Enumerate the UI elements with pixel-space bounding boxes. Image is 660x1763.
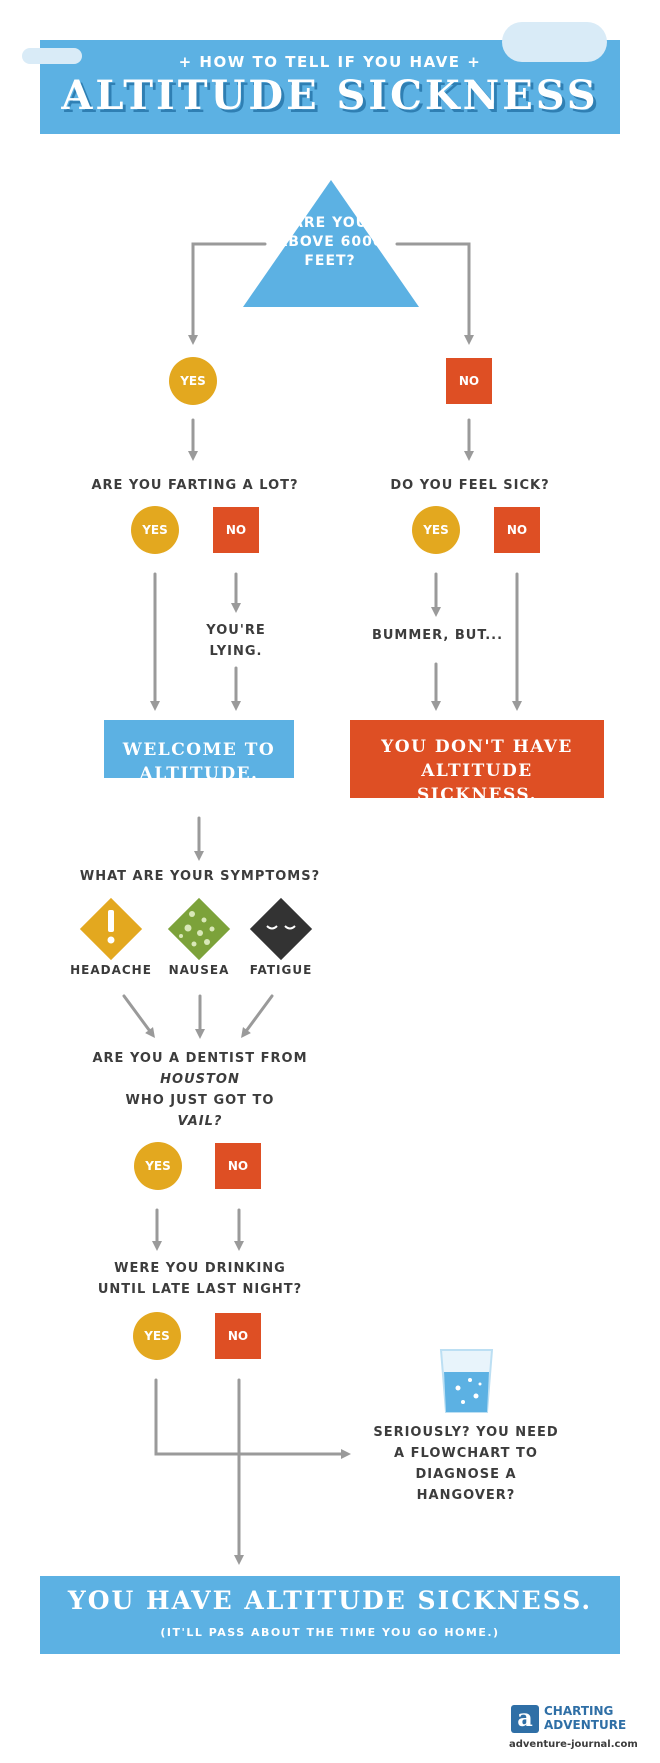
- drinking-yes-node: YES: [133, 1312, 181, 1360]
- arrow-fatigue: [241, 994, 274, 1039]
- dentist-line2: HOUSTON: [160, 1072, 240, 1087]
- drinking-no-node: NO: [215, 1313, 261, 1359]
- dentist-yes-node: YES: [134, 1142, 182, 1190]
- nausea-icon: [167, 897, 231, 961]
- dentist-line3: WHO JUST GOT TO: [125, 1093, 275, 1108]
- title-banner: + HOW TO TELL IF YOU HAVE + ALTITUDE SIC…: [22, 22, 620, 134]
- symptom-fatigue-label: FATIGUE: [249, 963, 313, 977]
- sick-question: DO YOU FEEL SICK?: [390, 478, 550, 493]
- cloud-right: [502, 22, 607, 62]
- farting-no-node: NO: [213, 507, 259, 553]
- headache-icon: [79, 897, 143, 961]
- dentist-line4: VAIL?: [177, 1114, 223, 1129]
- arrow-start-yes: [188, 242, 267, 345]
- sick-yes-node: YES: [412, 506, 460, 554]
- lying-note: YOU'RE LYING.: [206, 623, 266, 659]
- fatigue-icon: [249, 897, 313, 961]
- start-yes-node: YES: [169, 357, 217, 405]
- bummer-note: BUMMER, BUT...: [371, 628, 504, 643]
- title-main: ALTITUDE SICKNESS: [61, 72, 599, 119]
- farting-question: ARE YOU FARTING A LOT?: [91, 478, 299, 493]
- symptom-headache-label: HEADACHE: [70, 963, 152, 977]
- welcome-box: WELCOME TO ALTITUDE.: [104, 720, 294, 784]
- water-glass-icon: [439, 1349, 494, 1413]
- logo-line1: CHARTING: [544, 1704, 614, 1718]
- title-subtitle: + HOW TO TELL IF YOU HAVE +: [178, 53, 482, 71]
- dentist-no-node: NO: [215, 1143, 261, 1189]
- logo-wordmark: CHARTING ADVENTURE: [544, 1704, 626, 1732]
- logo-line2: ADVENTURE: [544, 1718, 627, 1732]
- cloud-left: [22, 48, 82, 64]
- symptoms-question: WHAT ARE YOUR SYMPTOMS?: [79, 869, 321, 884]
- no-sickness-box: YOU DON'T HAVE ALTITUDE SICKNESS.: [350, 720, 604, 805]
- charting-adventure-logo-icon: a: [511, 1705, 539, 1733]
- final-result-subtitle: (IT'LL PASS ABOUT THE TIME YOU GO HOME.): [160, 1626, 500, 1639]
- drinking-question: WERE YOU DRINKING UNTIL LATE LAST NIGHT?: [97, 1261, 303, 1297]
- logo-url: adventure-journal.com: [509, 1739, 638, 1750]
- dentist-line1: ARE YOU A DENTIST FROM: [92, 1051, 308, 1066]
- arrow-drinking-yes: [154, 1378, 351, 1459]
- final-result-title: YOU HAVE ALTITUDE SICKNESS.: [67, 1586, 593, 1615]
- hangover-note: SERIOUSLY? YOU NEED A FLOWCHART TO DIAGN…: [373, 1425, 559, 1503]
- arrow-headache: [122, 994, 155, 1039]
- symptom-nausea-label: NAUSEA: [168, 963, 230, 977]
- dentist-question: ARE YOU A DENTIST FROM HOUSTON WHO JUST …: [70, 1048, 330, 1132]
- sick-no-node: NO: [494, 507, 540, 553]
- arrow-start-no: [395, 242, 474, 345]
- start-question: ARE YOU ABOVE 6000 FEET?: [276, 215, 384, 269]
- start-no-node: NO: [446, 358, 492, 404]
- farting-yes-node: YES: [131, 506, 179, 554]
- final-result-banner: YOU HAVE ALTITUDE SICKNESS. (IT'LL PASS …: [40, 1576, 620, 1654]
